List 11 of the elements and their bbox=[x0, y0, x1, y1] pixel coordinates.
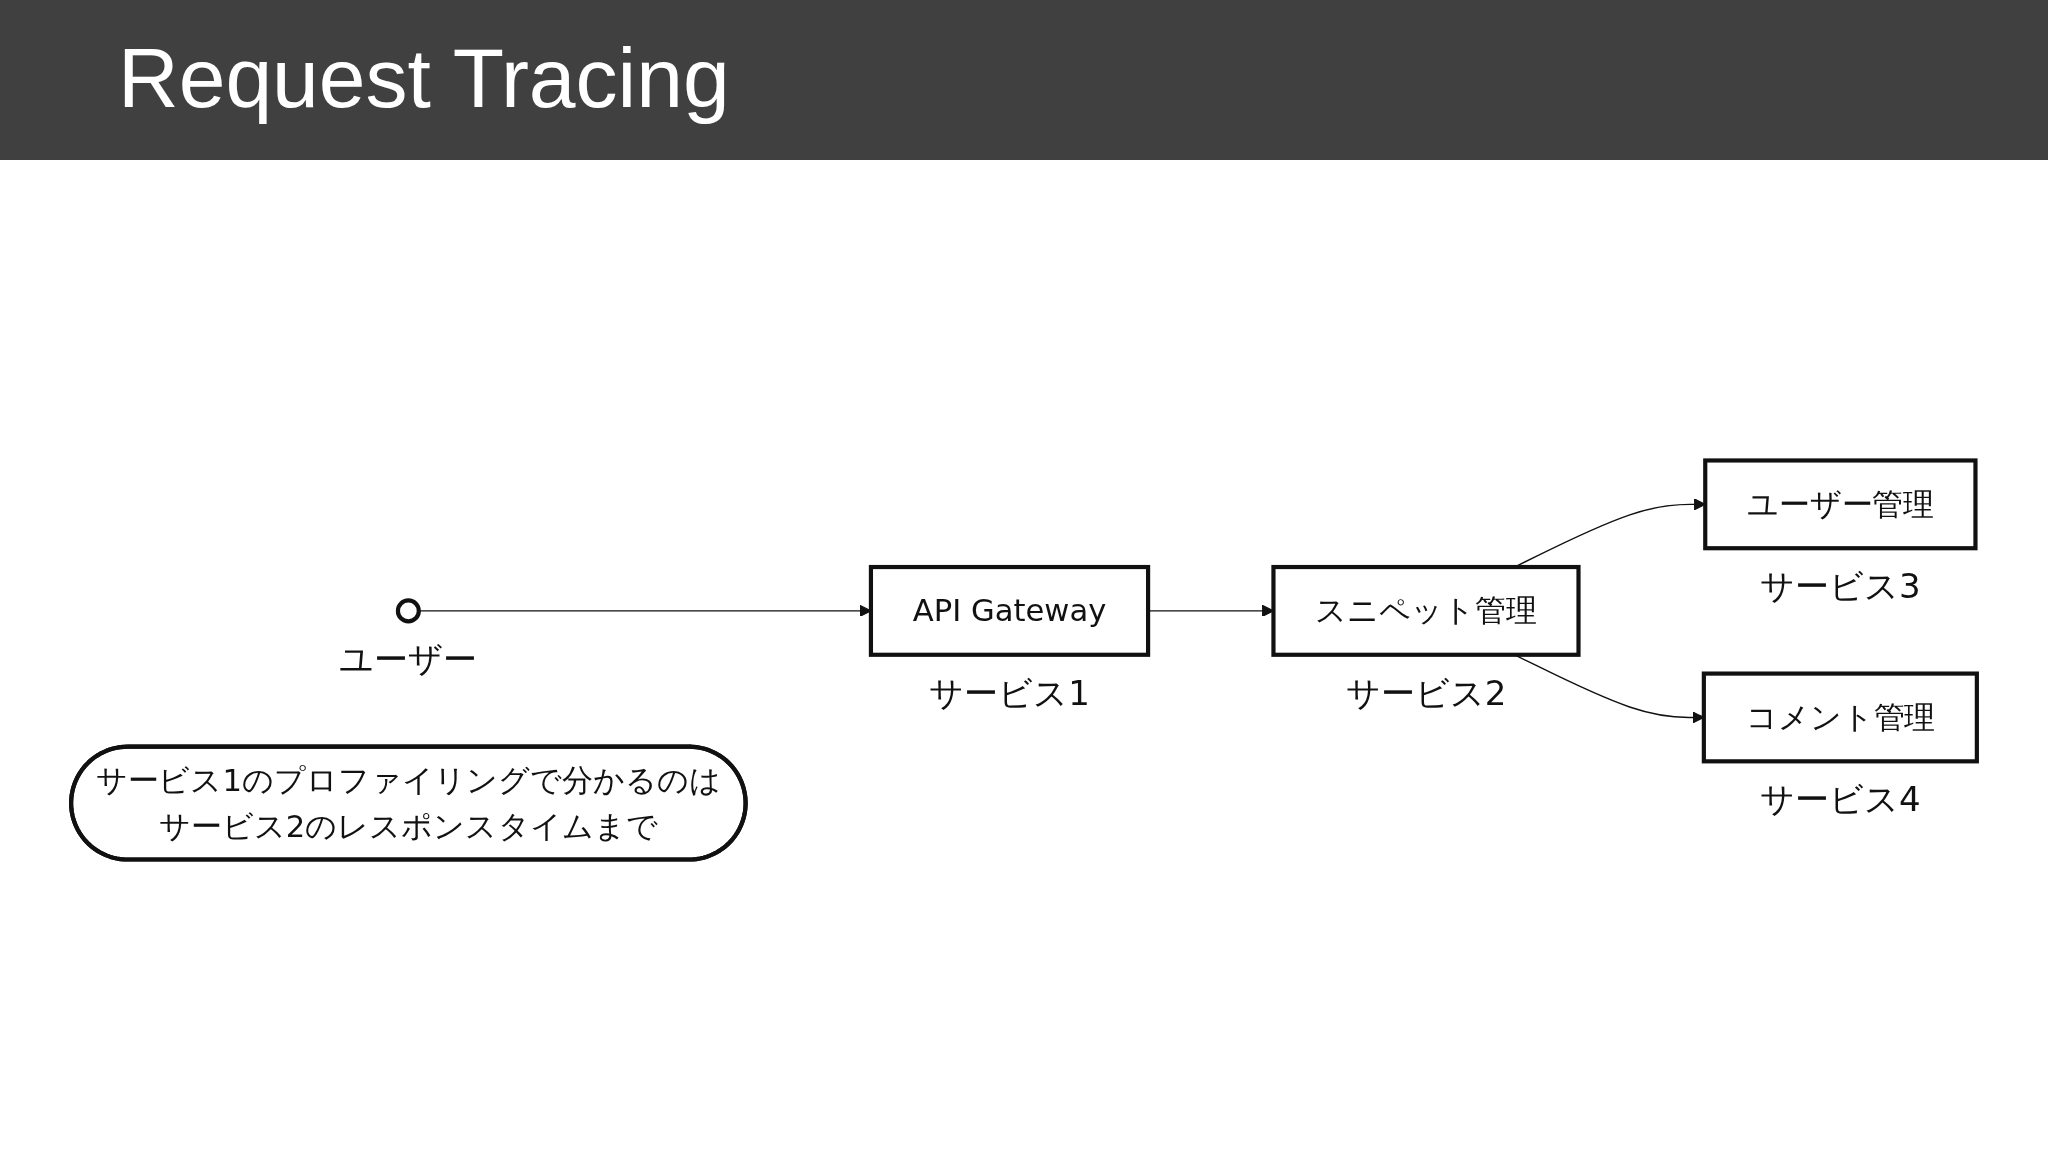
node-box: スニペット管理 bbox=[1271, 564, 1581, 657]
node-caption: サービス3 bbox=[1760, 565, 1921, 609]
node-caption: サービス2 bbox=[1345, 671, 1507, 715]
node-caption: サービス1 bbox=[929, 671, 1090, 715]
node-person bbox=[395, 598, 421, 624]
node-caption: ユーザー bbox=[339, 638, 478, 682]
node-box: API Gateway bbox=[868, 564, 1151, 657]
node-caption: サービス4 bbox=[1760, 778, 1921, 822]
node-box: コメント管理 bbox=[1701, 671, 1979, 764]
node-box: ユーザー管理 bbox=[1703, 458, 1978, 551]
title: Request Tracing bbox=[118, 30, 730, 127]
